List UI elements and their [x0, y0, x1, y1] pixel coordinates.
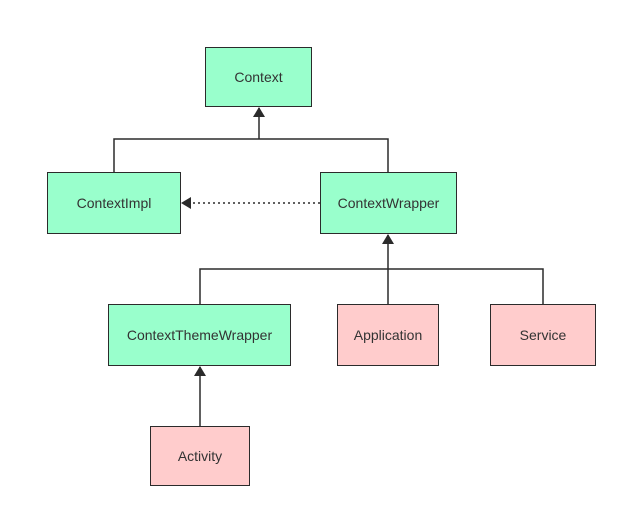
- node-context: Context: [205, 47, 312, 107]
- node-application: Application: [337, 304, 439, 366]
- node-activity: Activity: [150, 426, 250, 486]
- node-contextwrapper-label: ContextWrapper: [337, 195, 440, 211]
- edge-contextthemewrapper-to-contextwrapper: [199, 268, 388, 304]
- edge-contextimpl-to-context: [113, 138, 259, 172]
- node-contextwrapper: ContextWrapper: [320, 172, 457, 234]
- node-service-label: Service: [519, 327, 567, 343]
- node-contextimpl: ContextImpl: [47, 172, 181, 234]
- node-contextimpl-label: ContextImpl: [76, 195, 152, 211]
- node-context-label: Context: [234, 69, 283, 85]
- node-service: Service: [490, 304, 596, 366]
- edge-service-to-contextwrapper: [388, 268, 544, 304]
- node-application-label: Application: [353, 327, 423, 343]
- node-activity-label: Activity: [177, 448, 223, 464]
- edge-contextwrapper-to-context: [259, 138, 389, 172]
- node-contextthemewrapper-label: ContextThemeWrapper: [126, 327, 273, 343]
- node-contextthemewrapper: ContextThemeWrapper: [108, 304, 291, 366]
